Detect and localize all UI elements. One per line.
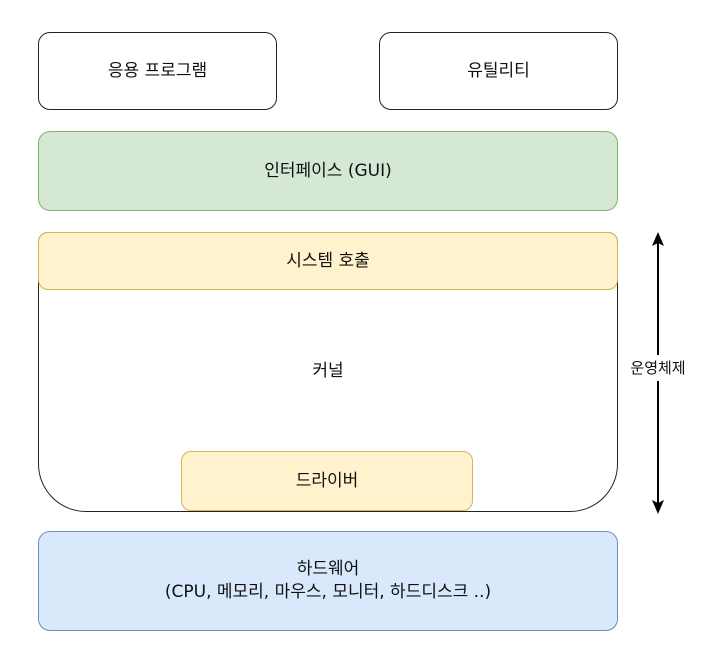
utility-label: 유틸리티	[467, 60, 530, 81]
application-box: 응용 프로그램	[38, 32, 277, 110]
operating-system-label: 운영체제	[619, 355, 697, 381]
hardware-box: 하드웨어 (CPU, 메모리, 마우스, 모니터, 하드디스크 ..)	[38, 531, 618, 631]
kernel-label: 커널	[312, 361, 344, 381]
application-label: 응용 프로그램	[107, 60, 208, 81]
driver-box: 드라이버	[181, 451, 473, 511]
interface-label: 인터페이스 (GUI)	[264, 160, 392, 181]
system-call-box: 시스템 호출	[38, 232, 618, 290]
hardware-label-line1: 하드웨어	[296, 559, 360, 580]
utility-box: 유틸리티	[379, 32, 618, 110]
driver-label: 드라이버	[295, 470, 359, 491]
hardware-label-line2: (CPU, 메모리, 마우스, 모니터, 하드디스크 ..)	[164, 582, 492, 602]
system-call-label: 시스템 호출	[286, 250, 370, 271]
interface-box: 인터페이스 (GUI)	[38, 131, 618, 211]
